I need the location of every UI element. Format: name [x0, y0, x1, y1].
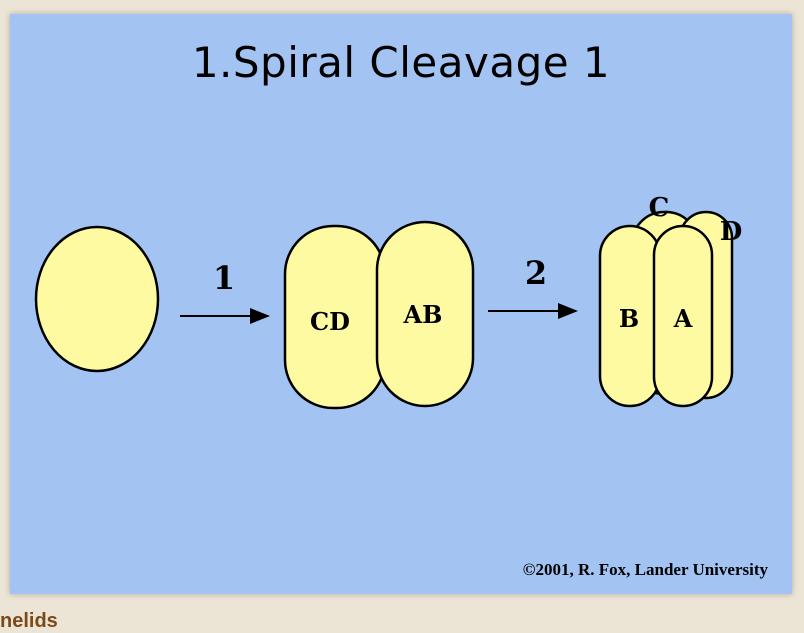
- cell-ab-label: AB: [403, 300, 443, 329]
- slide-title: 1.Spiral Cleavage 1: [191, 38, 611, 87]
- cell-d-label: D: [720, 217, 743, 247]
- cell-c-label: C: [649, 193, 670, 223]
- page-heading-partial: nelids: [0, 610, 58, 632]
- cell-cd-label: CD: [310, 307, 350, 336]
- cell-ab: [375, 220, 475, 408]
- arrow-2-label: 2: [525, 254, 547, 292]
- copyright-notice: ©2001, R. Fox, Lander University: [522, 560, 768, 579]
- cleavage-diagram: 1 CD AB 2 C D B A: [34, 193, 743, 410]
- slide: 1.Spiral Cleavage 1 1 CD AB 2 C D B A ©2…: [10, 14, 792, 594]
- cell-b-label: B: [619, 304, 639, 333]
- arrow-1-label: 1: [213, 259, 235, 297]
- zygote-cell: [34, 225, 160, 373]
- cell-a-label: A: [673, 304, 693, 333]
- cell-a: [652, 224, 714, 408]
